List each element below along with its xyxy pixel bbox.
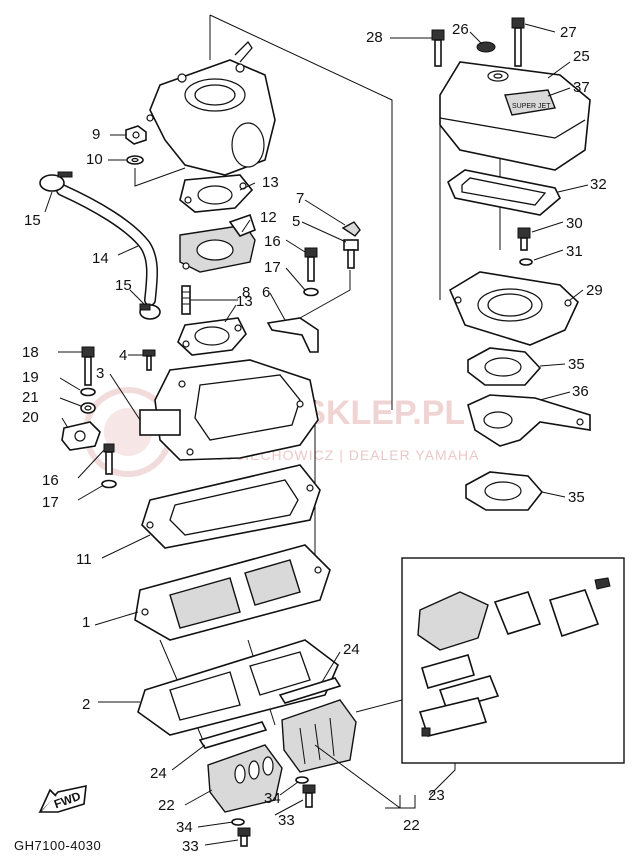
callout-labels: 1 2 3 4 5 6 7 8 9 10 11 12 13 13 14 15 1…	[22, 21, 607, 855]
hose-14	[56, 184, 158, 306]
bolt-16-lower	[103, 443, 115, 475]
gasket-32	[447, 169, 561, 216]
washer-17-upper	[303, 287, 319, 297]
callout-22-left: 22	[158, 797, 175, 814]
reed-valve-22-right	[281, 699, 357, 773]
callout-25: 25	[573, 48, 590, 65]
callout-13-upper: 13	[262, 174, 279, 191]
callout-34-left: 34	[176, 819, 193, 836]
callout-12: 12	[260, 209, 277, 226]
callout-24-upper: 24	[343, 641, 360, 658]
carburetor-body	[146, 40, 276, 176]
washer-19	[80, 387, 96, 397]
bracket-6	[266, 270, 351, 353]
collar-21	[80, 402, 96, 414]
callout-23: 23	[428, 787, 445, 804]
stud-8	[181, 285, 191, 315]
bolt-30	[517, 227, 531, 251]
callout-16-lower: 16	[42, 472, 59, 489]
callout-8: 8	[242, 284, 250, 301]
callout-35-lower: 35	[568, 489, 585, 506]
callout-33-left: 33	[182, 838, 199, 855]
callout-9: 9	[92, 126, 100, 143]
callout-11: 11	[76, 551, 92, 568]
callout-32: 32	[590, 176, 607, 193]
callout-13-lower: 13	[236, 293, 253, 310]
callout-31: 31	[566, 243, 583, 260]
gasket-35-lower	[465, 471, 544, 511]
cap-7	[341, 221, 361, 237]
washer-17-lower	[101, 479, 117, 489]
callout-4: 4	[119, 347, 127, 364]
gasket-35-upper	[467, 347, 542, 386]
callout-15-upper: 15	[24, 212, 41, 229]
callout-14: 14	[92, 250, 109, 267]
gasket-strip-24-lower	[198, 721, 268, 749]
valve-plate-1	[134, 544, 331, 641]
bolt-28	[431, 29, 445, 67]
callout-17-upper: 17	[264, 259, 281, 276]
bracket-20	[61, 421, 101, 451]
fitting-5	[343, 239, 359, 269]
callout-22-bottom: 22	[403, 817, 420, 834]
callout-21: 21	[22, 389, 39, 406]
washer-31	[519, 258, 533, 266]
callout-5: 5	[292, 213, 300, 230]
bolt-27	[511, 17, 525, 67]
callout-17-lower: 17	[42, 494, 59, 511]
callout-1: 1	[82, 614, 90, 631]
spacer-12	[179, 213, 256, 273]
cover-25: SUPER JET	[439, 61, 591, 171]
nut-9	[125, 125, 147, 145]
clamp-15-upper	[39, 171, 73, 192]
leader-lines	[44, 23, 589, 846]
callout-28: 28	[366, 29, 383, 46]
stay-36	[467, 394, 591, 447]
callout-37: 37	[573, 79, 590, 96]
forward-arrow-icon: FWD	[38, 784, 87, 813]
callout-10: 10	[86, 151, 103, 168]
callout-24-lower: 24	[150, 765, 167, 782]
bolt-33-left	[237, 827, 251, 847]
callout-16-upper: 16	[264, 233, 281, 250]
callout-15-lower: 15	[115, 277, 132, 294]
gasket-11	[141, 464, 321, 549]
reed-valve-22-left	[207, 744, 283, 813]
drawing-code: GH7100-4030	[14, 838, 101, 853]
callout-6: 6	[262, 284, 270, 301]
callout-20: 20	[22, 409, 39, 426]
reed-valve-kit-inset	[355, 557, 625, 764]
gasket-13-lower	[177, 317, 247, 356]
callout-36: 36	[572, 383, 589, 400]
washer-34-left	[231, 818, 245, 826]
bolt-18	[81, 346, 95, 386]
bolt-33-right	[302, 784, 316, 808]
callout-7: 7	[296, 190, 304, 207]
screw-4	[142, 349, 156, 371]
grommet-26	[476, 41, 496, 53]
callout-3: 3	[96, 365, 104, 382]
callout-29: 29	[586, 282, 603, 299]
washer-34-right	[295, 776, 309, 784]
clamp-15-lower	[139, 303, 161, 320]
callout-30: 30	[566, 215, 583, 232]
callout-18: 18	[22, 344, 39, 361]
washer-10	[126, 155, 186, 187]
callout-26: 26	[452, 21, 469, 38]
callout-35-upper: 35	[568, 356, 585, 373]
gasket-2	[137, 639, 339, 736]
case-29	[448, 271, 579, 346]
callout-33-right: 33	[278, 812, 295, 829]
callout-2: 2	[82, 696, 90, 713]
intake-manifold-3	[139, 359, 319, 461]
callout-27: 27	[560, 24, 577, 41]
gasket-strip-24-upper	[278, 677, 342, 704]
callout-19: 19	[22, 369, 39, 386]
callout-34-right: 34	[264, 790, 281, 807]
bolt-16-upper	[304, 247, 318, 282]
gasket-13-upper	[179, 174, 254, 213]
cover-badge: SUPER JET	[512, 103, 551, 110]
